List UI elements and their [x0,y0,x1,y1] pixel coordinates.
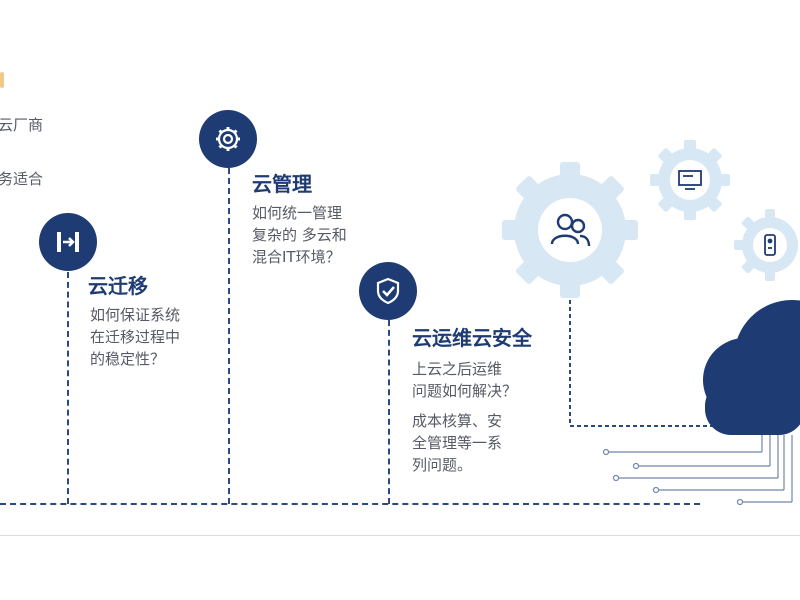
step-title-migration: 云迁移 [88,274,148,298]
desc-line: 复杂的 多云和 [252,226,347,244]
monitor-gear [650,140,730,220]
users-gear [502,162,638,298]
step-desc-ops-security: 上云之后运维 问题如何解决？ 成本核算、安 全管理等一系 列问题。 [412,358,517,476]
divider [0,535,800,536]
step-desc-management: 如何统一管理 复杂的 多云和 混合IT环境？ [252,202,347,268]
monitor-icon [678,170,702,190]
timeline-connector-1 [67,272,69,504]
step-title-management: 云管理 [252,172,312,196]
timeline-connector-3 [388,320,390,504]
desc-line: 列问题。 [412,456,473,474]
cloud-icon [703,300,800,435]
desc-line: 的稳定性？ [90,350,166,368]
desc-line: 问题如何解决？ [412,382,518,400]
shield-check-icon [376,277,400,305]
circuit-lines [608,435,793,503]
desc-line: 在迁移过程中 [90,328,181,346]
step-title-ops-security: 云运维云安全 [412,326,532,350]
remote-icon [764,234,776,256]
desc-line: 如何统一管理 [252,204,343,222]
step-desc-migration: 如何保证系统 在迁移过程中 的稳定性？ [90,304,180,370]
partial-text-1: 云厂商 [0,116,44,134]
migration-badge [39,213,97,271]
desc-line: 上云之后运维 [412,360,503,378]
partial-icon [0,72,4,88]
timeline-connector-2 [228,168,230,504]
desc-line: 成本核算、安 [412,412,503,430]
migration-icon [57,232,79,252]
timeline-baseline [0,503,700,505]
partial-text-2: 务适合 [0,170,44,188]
cloud-illustration [502,140,800,506]
security-badge [359,262,417,320]
desc-line: 如何保证系统 [90,306,181,324]
desc-line: 混合IT环境？ [252,248,341,266]
remote-gear [734,209,798,281]
users-icon [550,213,591,247]
gear-icon [216,127,240,151]
desc-line: 全管理等一系 [412,434,503,452]
management-badge [199,110,257,168]
